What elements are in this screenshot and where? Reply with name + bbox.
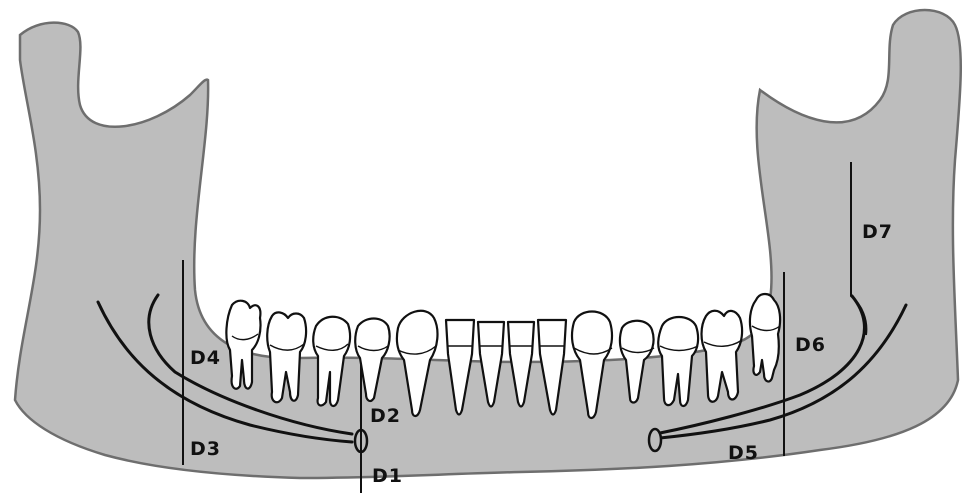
label-d2: D2 (370, 405, 401, 427)
label-d4: D4 (190, 347, 221, 369)
right-mental-foramen (649, 429, 661, 451)
label-d3: D3 (190, 438, 221, 460)
label-d7: D7 (862, 221, 893, 243)
mandible-outline (15, 10, 961, 478)
label-d5: D5 (728, 442, 759, 464)
tooth-right-third-molar (750, 294, 780, 381)
label-d1: D1 (372, 465, 403, 487)
label-d6: D6 (795, 334, 826, 356)
